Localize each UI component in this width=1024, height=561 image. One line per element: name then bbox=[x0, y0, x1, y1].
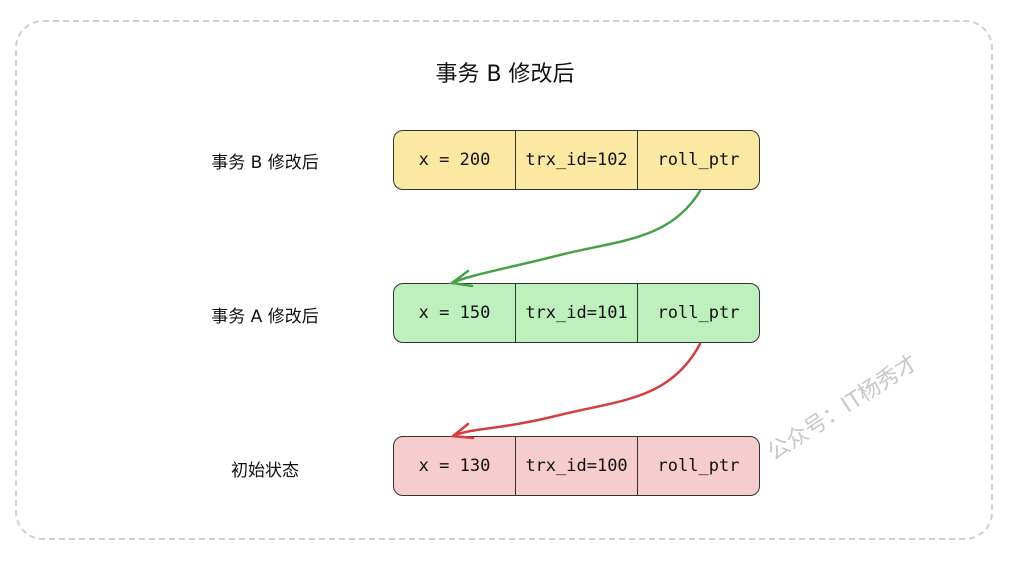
version-row-initial: x = 130 trx_id=100 roll_ptr bbox=[393, 436, 760, 496]
value-cell: x = 200 bbox=[394, 131, 516, 189]
row-label-a: 事务 A 修改后 bbox=[211, 307, 319, 327]
value-cell: x = 130 bbox=[394, 437, 516, 495]
version-row-b: x = 200 trx_id=102 roll_ptr bbox=[393, 130, 760, 190]
trx-id-cell: trx_id=101 bbox=[516, 284, 638, 342]
roll-ptr-cell: roll_ptr bbox=[657, 150, 740, 170]
diagram-title: 事务 B 修改后 bbox=[435, 62, 575, 87]
row-label-initial: 初始状态 bbox=[231, 461, 299, 481]
trx-id-cell: trx_id=102 bbox=[516, 131, 638, 189]
roll-ptr-arrow-green bbox=[448, 189, 702, 288]
value-cell: x = 150 bbox=[394, 284, 516, 342]
version-row-a: x = 150 trx_id=101 roll_ptr bbox=[393, 283, 760, 343]
trx-id-cell: trx_id=100 bbox=[516, 437, 638, 495]
roll-ptr-arrow-red bbox=[449, 342, 702, 440]
row-label-b: 事务 B 修改后 bbox=[211, 153, 319, 173]
roll-ptr-cell: roll_ptr bbox=[657, 303, 740, 323]
dashed-frame bbox=[15, 20, 993, 540]
roll-ptr-cell: roll_ptr bbox=[657, 456, 740, 476]
